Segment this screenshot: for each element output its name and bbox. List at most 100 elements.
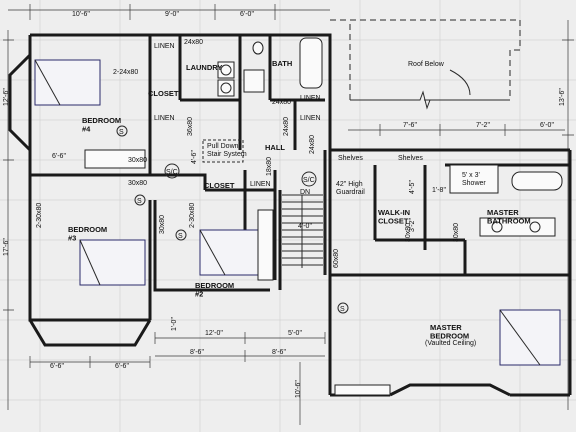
dim-text: 4'-5" bbox=[409, 180, 416, 194]
bathtub bbox=[299, 37, 323, 89]
door-labels: 24x80 2-24x80 36x80 24x80 24x80 24x80 30… bbox=[36, 39, 460, 268]
dim-text: 6'-0" bbox=[240, 11, 254, 18]
label-dn: DN bbox=[300, 189, 310, 196]
dim-text: 1'-0" bbox=[171, 317, 178, 331]
smoke-detector-icon bbox=[337, 302, 349, 314]
bed-4 bbox=[34, 59, 101, 106]
dim-text: 4'-6" bbox=[191, 150, 198, 164]
dim-text: 10'-6" bbox=[295, 380, 302, 398]
label-linen-3: LINEN bbox=[300, 95, 321, 102]
label-shelves-1: Shelves bbox=[338, 155, 363, 162]
vanity bbox=[243, 69, 265, 93]
bed-master bbox=[499, 309, 561, 366]
label-line: Guardrail bbox=[336, 189, 365, 196]
door-size: 2-24x80 bbox=[113, 69, 138, 76]
toilet bbox=[252, 41, 264, 55]
smoke-symbol-label: S bbox=[178, 233, 183, 240]
label-linen-1: LINEN bbox=[154, 43, 175, 50]
door-size: 2-30x80 bbox=[36, 203, 43, 228]
staircase bbox=[282, 194, 323, 268]
label-line: #2 bbox=[195, 290, 203, 299]
label-shelves-2: Shelves bbox=[398, 155, 423, 162]
door-size: 36x80 bbox=[187, 117, 194, 136]
smoke-detector-icon bbox=[134, 194, 146, 206]
room-labels: BEDROOM#4 BEDROOM#3 BEDROOM#2 LAUNDRY BA… bbox=[68, 43, 531, 347]
dim-text: 1'-8" bbox=[432, 187, 446, 194]
label-shower: 5' x 3'Shower bbox=[462, 172, 486, 187]
smoke-symbol-label: S bbox=[119, 129, 124, 136]
dim-text: 8'-6" bbox=[190, 349, 204, 356]
label-linen-5: LINEN bbox=[250, 181, 271, 188]
roof-arrow bbox=[449, 69, 471, 96]
door-size: 2-30x80 bbox=[189, 203, 196, 228]
dim-text: 10'-6" bbox=[72, 11, 90, 18]
dimension-labels: 10'-6" 9'-0" 6'-0" 12'-6" 17'-6" 13'-6" … bbox=[3, 11, 566, 398]
label-line: BEDROOM bbox=[430, 332, 469, 341]
roof-break-line bbox=[350, 90, 510, 110]
dimension-lines bbox=[3, 4, 574, 425]
dim-text: 6'-0" bbox=[540, 122, 554, 129]
dim-text: 8'-6" bbox=[272, 349, 286, 356]
furniture bbox=[34, 37, 563, 396]
dim-text: 6'-6" bbox=[115, 363, 129, 370]
smoke-symbol-label: S bbox=[137, 198, 142, 205]
label-bedroom-3: BEDROOM#3 bbox=[68, 225, 107, 243]
sc-symbol-label: S/C bbox=[166, 169, 178, 176]
label-line: Stair System bbox=[207, 151, 247, 158]
dim-text: 9'-0" bbox=[165, 11, 179, 18]
dryer bbox=[217, 79, 235, 97]
label-bedroom-4: BEDROOM#4 bbox=[82, 116, 121, 134]
roof-below-outline bbox=[330, 19, 521, 101]
label-line: CLOSET bbox=[378, 217, 409, 226]
sc-detector-icon bbox=[301, 171, 317, 187]
label-line: #4 bbox=[82, 125, 91, 134]
door-size: 30x80 bbox=[128, 157, 147, 164]
dim-text: 5'-0" bbox=[288, 330, 302, 337]
door-size: 30x80 bbox=[405, 223, 412, 242]
smoke-detector-icon bbox=[175, 229, 187, 241]
label-hall: HALL bbox=[265, 143, 285, 152]
label-closet-b: CLOSET bbox=[204, 181, 235, 190]
sc-detector-icon bbox=[164, 163, 180, 179]
walls bbox=[8, 33, 572, 397]
dim-text: 3'-2" bbox=[409, 218, 416, 232]
door-size: 18x80 bbox=[266, 157, 273, 176]
bed-3 bbox=[79, 239, 146, 286]
label-bath: BATH bbox=[272, 59, 292, 68]
dim-text: 13'-6" bbox=[559, 88, 566, 106]
door-size: 30x80 bbox=[128, 180, 147, 187]
dim-text: 7'-6" bbox=[403, 122, 417, 129]
door-size: 30x80 bbox=[159, 215, 166, 234]
dim-text: 6'-6" bbox=[50, 363, 64, 370]
door-size: 30x80 bbox=[453, 223, 460, 242]
label-laundry: LAUNDRY bbox=[186, 63, 222, 72]
dim-text: 17'-6" bbox=[3, 238, 10, 256]
smoke-symbol-label: S bbox=[340, 306, 345, 313]
dim-text: 6'-6" bbox=[52, 153, 66, 160]
door-size: 24x80 bbox=[309, 135, 316, 154]
door-size: 24x80 bbox=[272, 99, 291, 106]
door-size: 24x80 bbox=[283, 117, 290, 136]
door-size: 24x80 bbox=[184, 39, 203, 46]
smoke-detectors: S S S S S/C S/C bbox=[116, 125, 349, 314]
dim-text: 7'-2" bbox=[476, 122, 490, 129]
door-size: 60x80 bbox=[333, 249, 340, 268]
master-tub bbox=[511, 171, 563, 191]
pull-down-stair-outline bbox=[202, 139, 244, 163]
label-line: BATHROOM bbox=[487, 217, 531, 226]
shower-box bbox=[449, 164, 499, 194]
label-linen-4: LINEN bbox=[300, 115, 321, 122]
dim-text: 12'-0" bbox=[205, 330, 223, 337]
label-bedroom-2: BEDROOM#2 bbox=[195, 281, 234, 299]
label-line: Shower bbox=[462, 180, 486, 187]
label-linen-2: LINEN bbox=[154, 115, 175, 122]
dim-text: 12'-6" bbox=[3, 88, 10, 106]
smoke-detector-icon bbox=[116, 125, 128, 137]
label-line: #3 bbox=[68, 234, 76, 243]
